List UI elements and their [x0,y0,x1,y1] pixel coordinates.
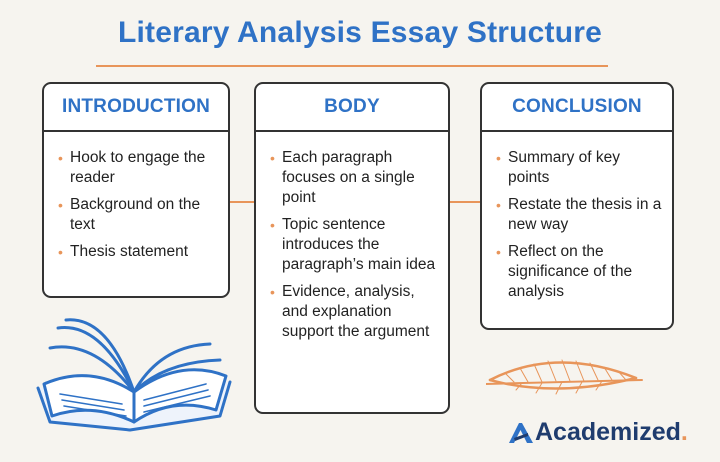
bullet-item: Summary of key points [496,148,662,188]
section-card-conclusion: CONCLUSION Summary of key points Restate… [480,82,674,330]
connector-body-conclusion [450,201,480,203]
bullet-list: Hook to engage the reader Background on … [44,132,228,262]
section-heading: CONCLUSION [482,84,672,132]
academized-logo-icon [509,422,533,443]
section-card-introduction: INTRODUCTION Hook to engage the reader B… [42,82,230,298]
bullet-list: Summary of key points Restate the thesis… [482,132,672,302]
academized-logo: Academized . [508,418,688,447]
feather-quill-icon [486,359,643,395]
brand-dot: . [680,418,688,446]
bullet-item: Restate the thesis in a new way [496,195,662,235]
page-title: Literary Analysis Essay Structure [117,16,603,49]
bullet-item: Reflect on the significance of the analy… [496,242,662,302]
bullet-item: Background on the text [58,195,218,235]
bullet-item: Thesis statement [58,242,218,262]
bullet-item: Evidence, analysis, and explanation supp… [270,282,438,342]
bullet-item: Topic sentence introduces the paragraph’… [270,215,438,275]
bullet-item: Each paragraph focuses on a single point [270,148,438,208]
section-heading: BODY [256,84,448,132]
title-underline [96,65,608,67]
connector-intro-body [230,201,254,203]
section-card-body: BODY Each paragraph focuses on a single … [254,82,450,414]
brand-name: Academized [535,418,681,446]
section-heading: INTRODUCTION [44,84,228,132]
open-book-icon [36,318,232,432]
bullet-item: Hook to engage the reader [58,148,218,188]
bullet-list: Each paragraph focuses on a single point… [256,132,448,342]
